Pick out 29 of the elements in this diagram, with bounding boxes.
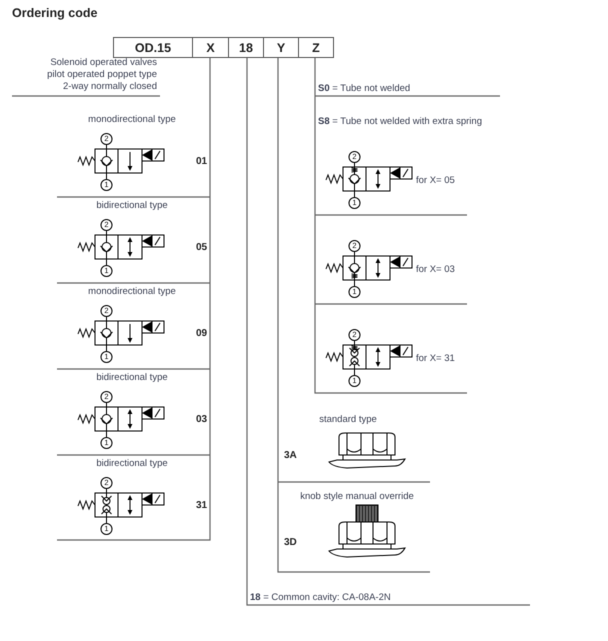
option-code: 31	[196, 500, 208, 512]
label-text: S8 = Tube not welded with extra spring	[318, 116, 482, 128]
option-code: 3D	[284, 537, 297, 549]
label-text: pilot operated poppet type	[47, 69, 157, 81]
option-code: 3A	[284, 450, 297, 462]
label-text: S0 = Tube not welded	[318, 83, 410, 95]
code-field: X	[192, 37, 229, 58]
label-text: 18 = Common cavity: CA-08A-2N	[250, 592, 391, 604]
label-text: monodirectional type	[88, 286, 176, 298]
code-field: 18	[228, 37, 264, 58]
code-field: OD.15	[113, 37, 193, 58]
label-text: for X= 31	[416, 353, 455, 365]
option-code: 01	[196, 156, 208, 168]
label-text: for X= 05	[416, 175, 455, 187]
label-text: bidirectional type	[96, 458, 168, 470]
label-text: Solenoid operated valves	[50, 57, 157, 69]
label-text: bidirectional type	[96, 372, 168, 384]
label-text: 2-way normally closed	[63, 81, 157, 93]
label-text: for X= 03	[416, 264, 455, 276]
label-text: monodirectional type	[88, 114, 176, 126]
option-code: 09	[196, 328, 208, 340]
option-code: 03	[196, 414, 208, 426]
label-text: standard type	[319, 414, 377, 426]
label-text: bidirectional type	[96, 200, 168, 212]
code-field: Z	[298, 37, 334, 58]
label-text: knob style manual override	[300, 491, 414, 503]
code-field: Y	[263, 37, 299, 58]
option-code: 05	[196, 242, 208, 254]
title: Ordering code	[12, 6, 98, 20]
